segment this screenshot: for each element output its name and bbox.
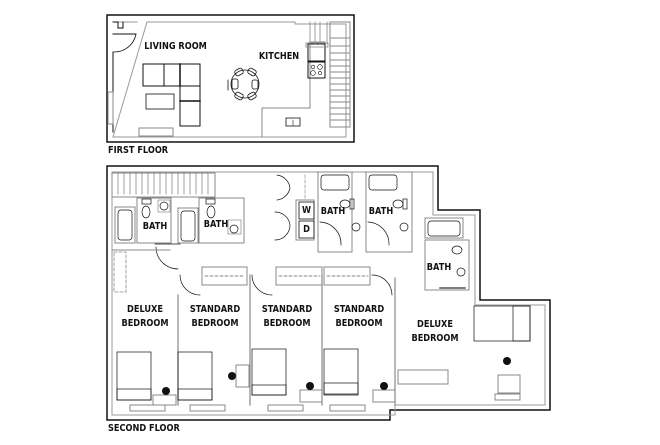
second-floor-plan <box>106 165 551 421</box>
dryer-label: D <box>303 224 310 235</box>
washer-label: W <box>301 205 312 216</box>
first-floor-plan <box>106 14 355 143</box>
bedroom-label-2: STANDARD BEDROOM <box>186 303 243 331</box>
bedroom-type: DELUXE <box>417 319 453 330</box>
bedroom-label-1: DELUXE BEDROOM <box>118 303 172 331</box>
living-room-label: LIVING ROOM <box>144 41 207 52</box>
bedroom-label-5: DELUXE BEDROOM <box>406 318 463 346</box>
bedroom-label-3: STANDARD BEDROOM <box>258 303 315 331</box>
bedroom-type: DELUXE <box>127 304 163 315</box>
bedroom-word: BEDROOM <box>191 318 239 329</box>
bedroom-label-4: STANDARD BEDROOM <box>330 303 387 331</box>
bath-label-2: BATH <box>203 219 229 230</box>
bedroom-word: BEDROOM <box>263 318 311 329</box>
kitchen-label: KITCHEN <box>258 51 300 62</box>
bath-label-4: BATH <box>368 206 394 217</box>
bedroom-type: STANDARD <box>189 304 241 315</box>
bath-label-1: BATH <box>142 221 168 232</box>
bedroom-word: BEDROOM <box>411 333 459 344</box>
first-floor-label: FIRST FLOOR <box>108 145 169 156</box>
bath-label-3: BATH <box>320 206 346 217</box>
bedroom-type: STANDARD <box>333 304 385 315</box>
bedroom-word: BEDROOM <box>335 318 383 329</box>
bedroom-type: STANDARD <box>261 304 313 315</box>
bath-label-5: BATH <box>426 262 452 273</box>
second-floor-label: SECOND FLOOR <box>108 423 180 434</box>
bedroom-word: BEDROOM <box>121 318 169 329</box>
